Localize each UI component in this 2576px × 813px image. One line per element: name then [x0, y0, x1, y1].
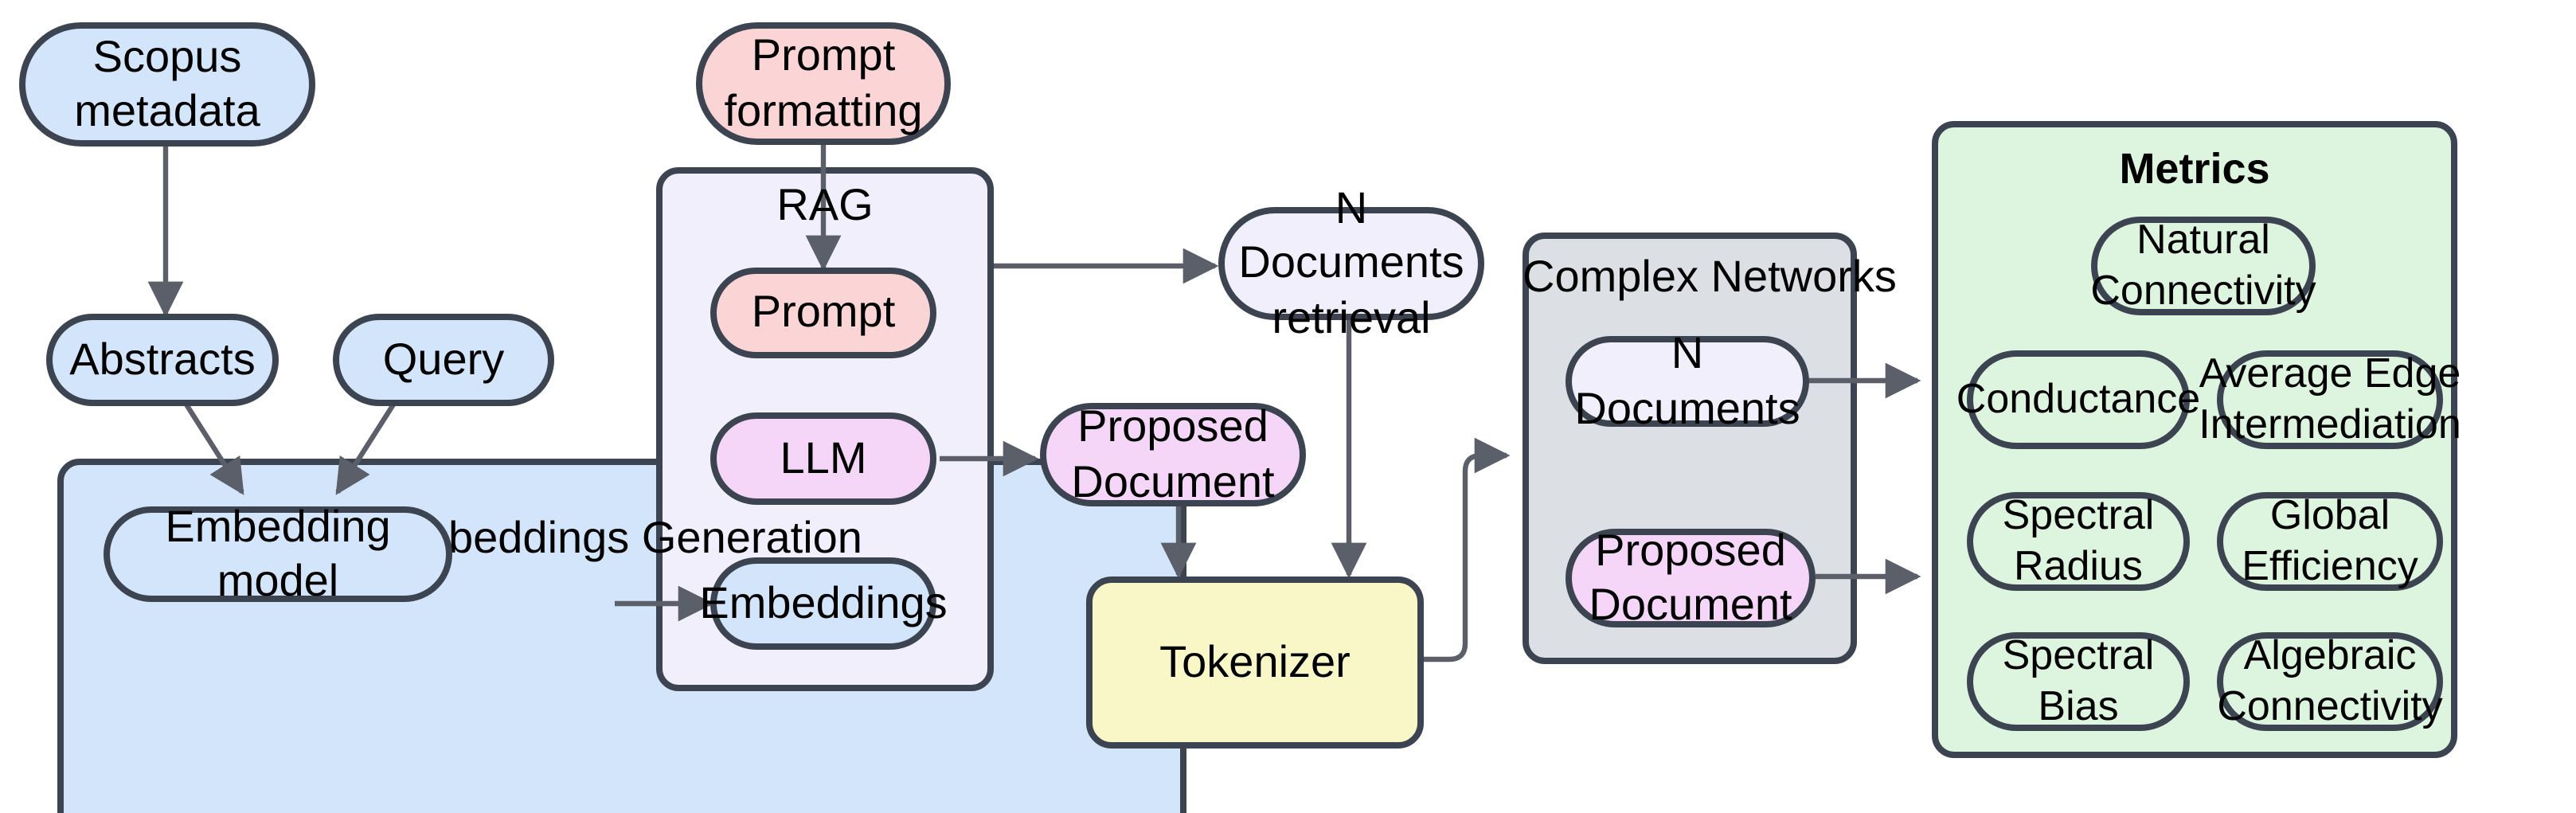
group-rag-title: RAG [776, 180, 874, 229]
node-metric-natural-connectivity[interactable]: Natural Connectivity [2090, 215, 2316, 315]
node-proposed-document[interactable]: Proposed Document [1040, 402, 1306, 506]
node-llm[interactable]: LLM [710, 412, 936, 505]
node-metric-average-edge-intermediation[interactable]: Average Edge Intermediation [2199, 349, 2461, 449]
node-cn-n-documents[interactable]: N Documents [1566, 329, 1809, 432]
node-metric-conductance[interactable]: Conductance [1956, 350, 2200, 449]
node-metric-algebraic-connectivity[interactable]: Algebraic Connectivity [2217, 631, 2443, 731]
node-embedding-model[interactable]: Embedding model [104, 502, 452, 605]
group-metrics-title: Metrics [2119, 145, 2270, 193]
group-complex-networks-title: Complex Networks [1523, 252, 1897, 301]
node-abstracts[interactable]: Abstracts [46, 314, 279, 406]
node-embeddings[interactable]: Embeddings [699, 557, 948, 650]
node-scopus-metadata[interactable]: Scopus metadata [19, 22, 315, 147]
node-n-documents-retrieval[interactable]: N Documents retrieval [1218, 184, 1484, 342]
node-cn-proposed-document[interactable]: Proposed Document [1566, 526, 1816, 629]
edge-tokenizer-to-complex-networks [1422, 437, 1511, 663]
group-embeddings-generation-title: Embeddings Generation [381, 513, 862, 562]
node-metric-spectral-bias[interactable]: Spectral Bias [1967, 631, 2190, 731]
node-query[interactable]: Query [333, 314, 554, 406]
node-tokenizer[interactable]: Tokenizer [1086, 577, 1424, 749]
node-prompt[interactable]: Prompt [710, 268, 936, 358]
node-prompt-formatting[interactable]: Prompt formatting [696, 22, 951, 145]
node-metric-spectral-radius[interactable]: Spectral Radius [1967, 491, 2190, 591]
node-metric-global-efficiency[interactable]: Global Efficiency [2217, 491, 2443, 591]
